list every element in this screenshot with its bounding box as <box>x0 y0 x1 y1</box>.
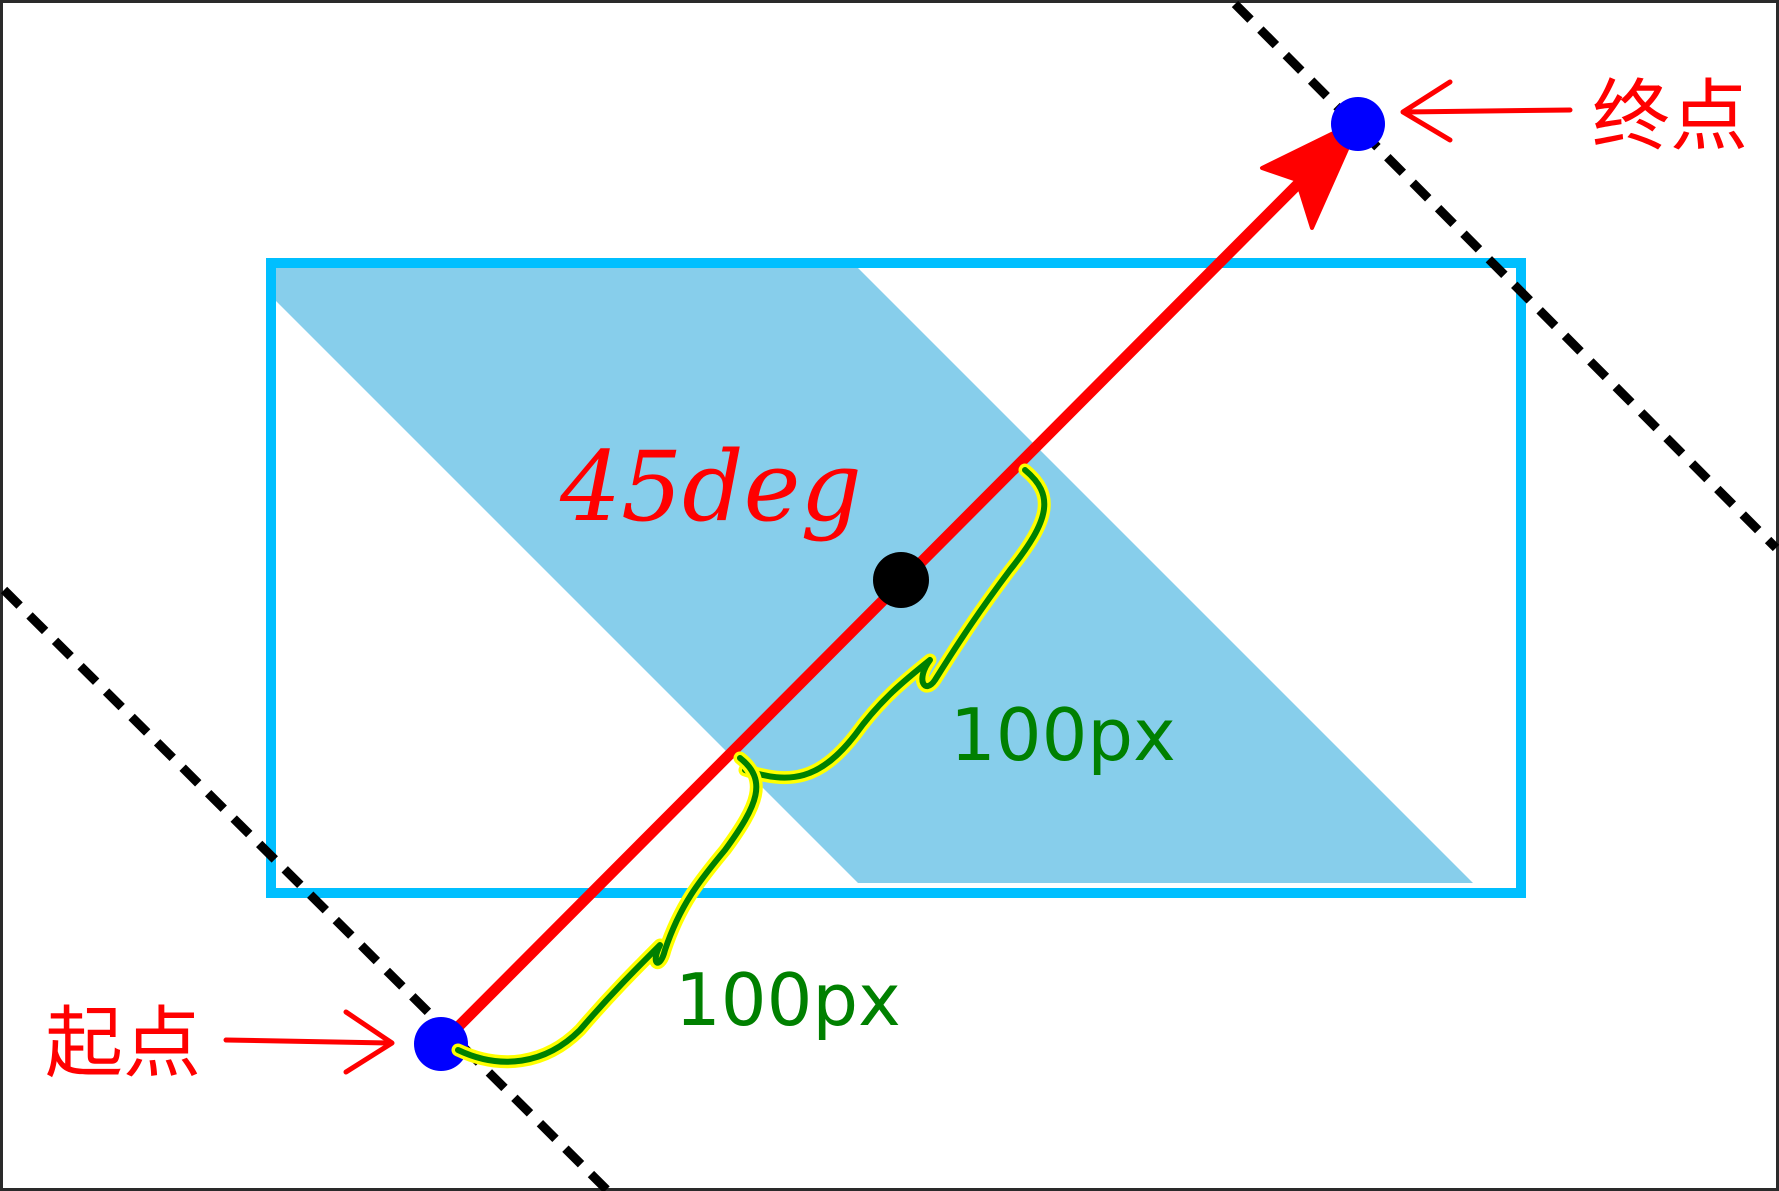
upper-brace <box>738 463 1051 785</box>
end-point-dot <box>1331 97 1385 151</box>
gradient-stripe <box>271 263 1473 883</box>
angle-label: 45deg <box>559 431 862 543</box>
gradient-line <box>439 164 1318 1046</box>
element-box <box>266 258 1526 898</box>
left-arrow-icon <box>1400 79 1573 143</box>
start-point-dot <box>414 1017 468 1071</box>
start-point-label: 起点 <box>45 999 201 1089</box>
right-arrow-icon <box>223 1009 395 1075</box>
lower-measure-label: 100px <box>675 958 901 1042</box>
end-point-label: 终点 <box>1592 72 1748 162</box>
center-dot <box>873 552 929 608</box>
gradient-arrowhead <box>1260 118 1362 230</box>
upper-measure-label: 100px <box>950 693 1176 777</box>
lower-brace <box>451 751 763 1069</box>
end-perpendicular-dashed-line <box>1231 0 1779 552</box>
